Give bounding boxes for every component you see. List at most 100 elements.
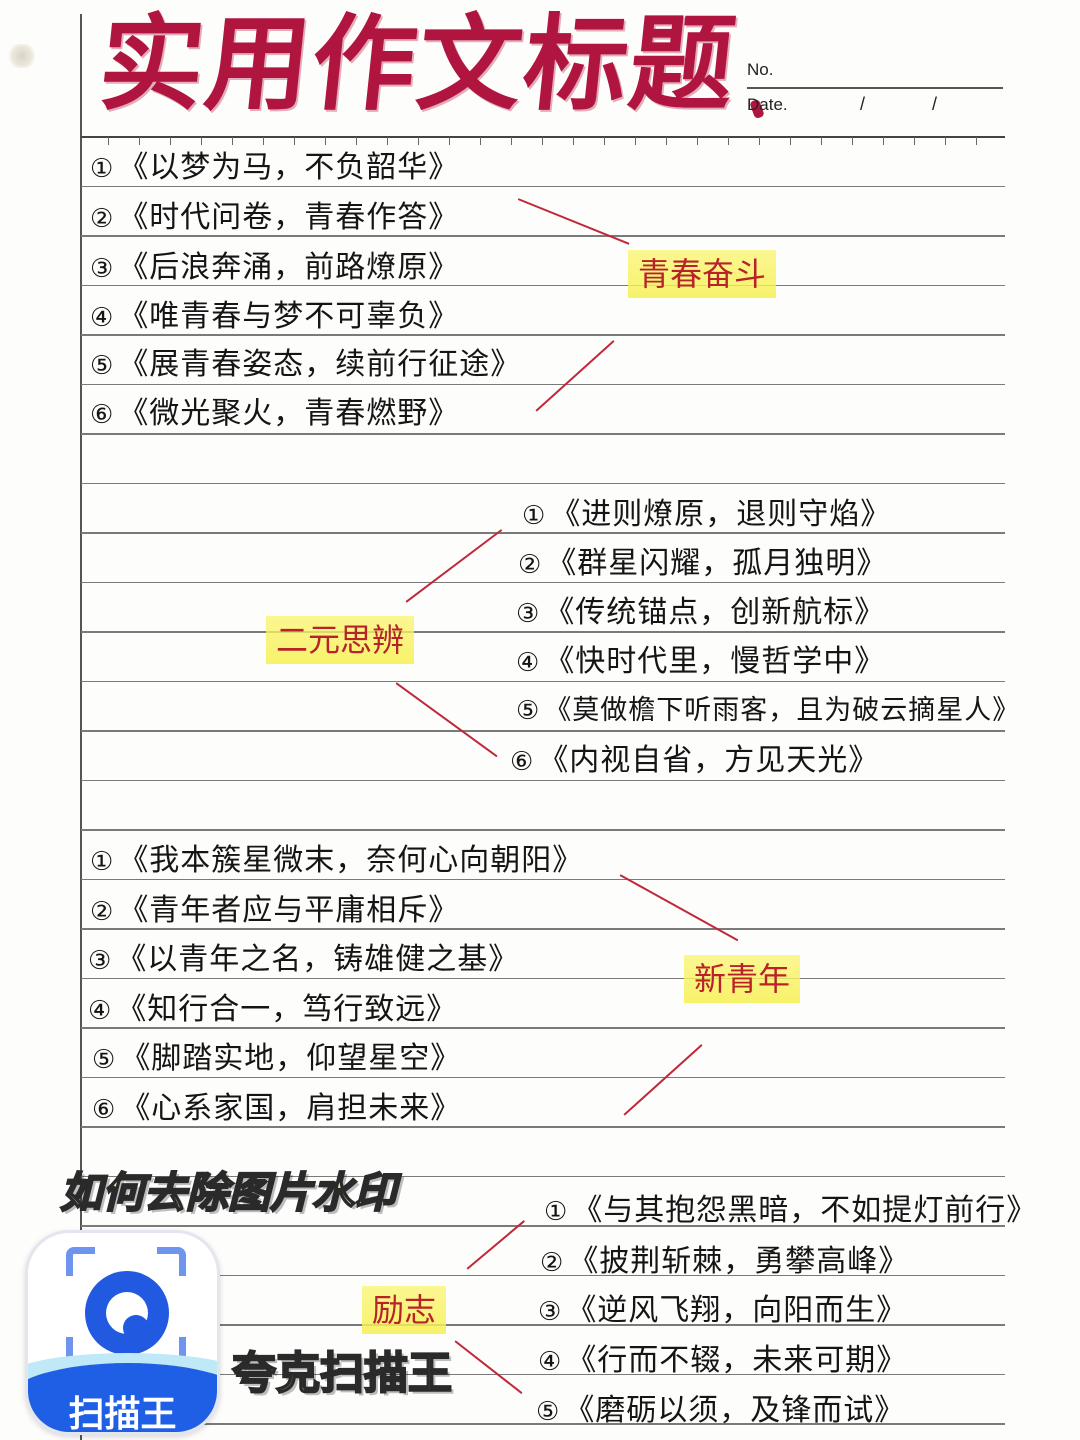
list-item: ⑥《微光聚火，青春燃野》 — [90, 396, 460, 431]
list-item: ③《传统锚点，创新航标》 — [516, 595, 886, 630]
section-label: 青春奋斗 — [628, 250, 777, 298]
list-item: ④《唯青春与梦不可辜负》 — [90, 299, 460, 334]
no-field-line — [747, 87, 1003, 89]
no-label: No. — [747, 60, 774, 79]
list-item: ⑥《心系家国，肩担未来》 — [92, 1091, 462, 1126]
ruled-line — [81, 1373, 1005, 1375]
list-item: ④《快时代里，慢哲学中》 — [516, 644, 886, 679]
ruled-line — [81, 779, 1005, 781]
ruler-tick — [573, 137, 575, 145]
list-item: ⑤《脚踏实地，仰望星空》 — [92, 1041, 462, 1076]
connector-stroke — [623, 1043, 703, 1116]
connector-stroke — [535, 339, 615, 412]
camera-lens-icon — [85, 1271, 169, 1355]
connector-stroke — [517, 198, 630, 245]
ruler-tick — [170, 137, 172, 145]
ruled-line — [81, 878, 1005, 880]
list-item: ②《时代问卷，青春作答》 — [90, 200, 460, 235]
ruler-tick — [790, 137, 792, 145]
ruled-line — [81, 334, 1005, 336]
date-separator: / — [932, 94, 938, 114]
wave-decoration — [28, 1363, 217, 1432]
list-item: ①《我本簇星微末，奈何心向朝阳》 — [90, 843, 584, 878]
ruled-line — [81, 1175, 1005, 1177]
ruler-tick — [852, 137, 854, 145]
connector-stroke — [395, 682, 498, 758]
ruler-tick — [945, 137, 947, 145]
ruled-line — [81, 977, 1005, 979]
ruled-line — [81, 928, 1005, 930]
ruler-tick — [232, 137, 234, 145]
ruled-line — [81, 1324, 1005, 1326]
connector-stroke — [405, 528, 503, 603]
ruled-line — [81, 532, 1005, 534]
watermark-brand: 夸克扫描王 — [231, 1348, 453, 1399]
ruler-tick — [666, 137, 668, 145]
ruled-line — [81, 1076, 1005, 1078]
ruled-line — [81, 581, 1005, 583]
ruled-line — [81, 1225, 1005, 1227]
scan-corner-icon — [66, 1247, 95, 1276]
date-label: Date. — [747, 95, 788, 114]
ruled-line — [81, 829, 1005, 831]
ruler-tick — [542, 137, 544, 145]
connector-stroke — [454, 1340, 523, 1395]
app-icon-label: 扫描王 — [68, 1394, 177, 1435]
paper-smudge — [6, 44, 38, 68]
ruler-tick — [728, 137, 730, 145]
ruler-tick — [759, 137, 761, 145]
list-item: ⑤《展青春姿态，续前行征途》 — [90, 347, 522, 382]
ruled-line — [81, 1423, 1005, 1425]
ruled-line — [81, 482, 1005, 484]
ruler-tick — [201, 137, 203, 145]
ruled-line — [81, 1027, 1005, 1029]
ruler-tick — [263, 137, 265, 145]
ruler-tick — [604, 137, 606, 145]
page-title: 实用作文标题 — [93, 2, 743, 125]
list-item: ④《知行合一，笃行致远》 — [88, 992, 458, 1027]
ruled-line — [81, 185, 1005, 187]
ruler-tick — [697, 137, 699, 145]
section-label: 新青年 — [684, 955, 801, 1003]
list-item: ①《以梦为马，不负韶华》 — [90, 150, 460, 185]
list-item: ③《逆风飞翔，向阳而生》 — [538, 1293, 908, 1328]
ruled-line — [81, 730, 1005, 732]
margin-line — [80, 14, 82, 1440]
ruler-tick — [480, 137, 482, 145]
ruled-line — [81, 1126, 1005, 1128]
ruler-tick — [883, 137, 885, 145]
list-item: ⑥《内视自省，方见天光》 — [510, 743, 880, 778]
ruler-tick — [976, 137, 978, 145]
ruled-line — [81, 383, 1005, 385]
list-item: ②《披荆斩棘，勇攀高峰》 — [540, 1244, 910, 1279]
list-item: ⑤《莫做檐下听雨客，且为破云摘星人》 — [516, 695, 1021, 726]
list-item: ③《以青年之名，铸雄健之基》 — [88, 942, 520, 977]
ruled-line — [81, 433, 1005, 435]
ruler-tick — [108, 137, 110, 145]
section-label: 二元思辨 — [266, 616, 415, 664]
ruler-tick — [914, 137, 916, 145]
ruler-tick — [635, 137, 637, 145]
connector-stroke — [619, 874, 739, 942]
list-item: ④《行而不辍，未来可期》 — [538, 1343, 908, 1378]
ruled-line — [81, 284, 1005, 286]
scan-corner-icon — [157, 1247, 186, 1276]
quark-scanner-app-icon[interactable]: 扫描王 — [25, 1230, 220, 1435]
ruler-tick — [821, 137, 823, 145]
ruler-tick — [449, 137, 451, 145]
list-item: ①《与其抱怨黑暗，不如提灯前行》 — [544, 1193, 1038, 1228]
ruled-line — [81, 680, 1005, 682]
list-item: ②《群星闪耀，孤月独明》 — [518, 546, 888, 581]
list-item: ②《青年者应与平庸相斥》 — [90, 893, 460, 928]
date-separator: / — [860, 94, 866, 114]
ruled-line — [81, 631, 1005, 633]
list-item: ③《后浪奔涌，前路燎原》 — [90, 250, 460, 285]
list-item: ①《进则燎原，退则守焰》 — [522, 497, 892, 532]
section-label: 励志 — [362, 1286, 447, 1334]
ruler-tick — [511, 137, 513, 145]
connector-stroke — [466, 1220, 526, 1270]
ruler-tick — [139, 137, 141, 145]
ruler-tick — [387, 137, 389, 145]
ruler-tick — [356, 137, 358, 145]
